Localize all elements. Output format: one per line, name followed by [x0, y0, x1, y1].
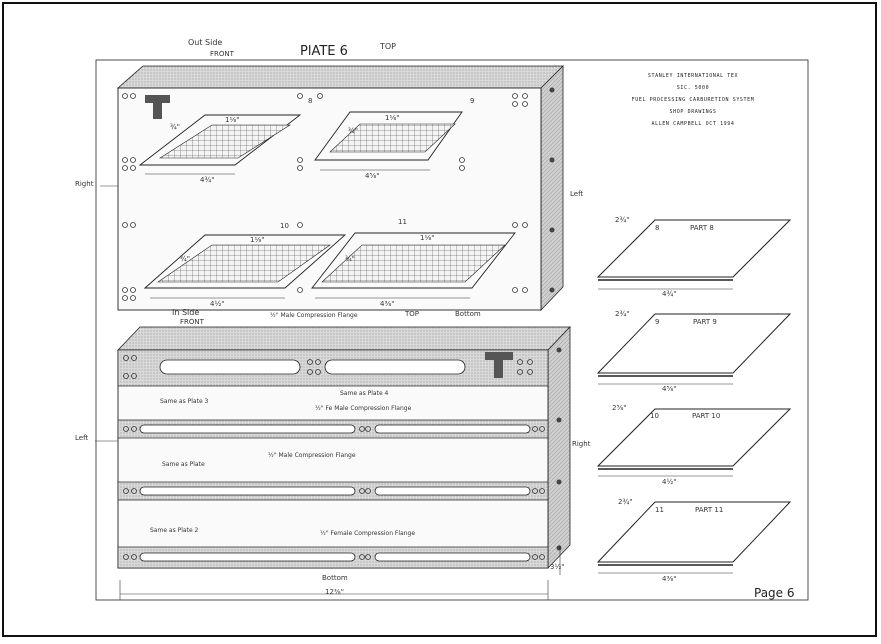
part-plates — [596, 219, 792, 566]
inside-side-face — [547, 326, 571, 569]
outside-top-face — [116, 65, 564, 89]
inside-view — [117, 326, 571, 569]
outside-view — [116, 65, 564, 311]
dimension-lines — [95, 169, 733, 600]
page-border — [2, 2, 877, 637]
drawing-border — [95, 59, 809, 601]
tray-grids — [157, 123, 506, 283]
outside-side-face — [540, 65, 564, 311]
inside-top-face — [117, 326, 571, 351]
